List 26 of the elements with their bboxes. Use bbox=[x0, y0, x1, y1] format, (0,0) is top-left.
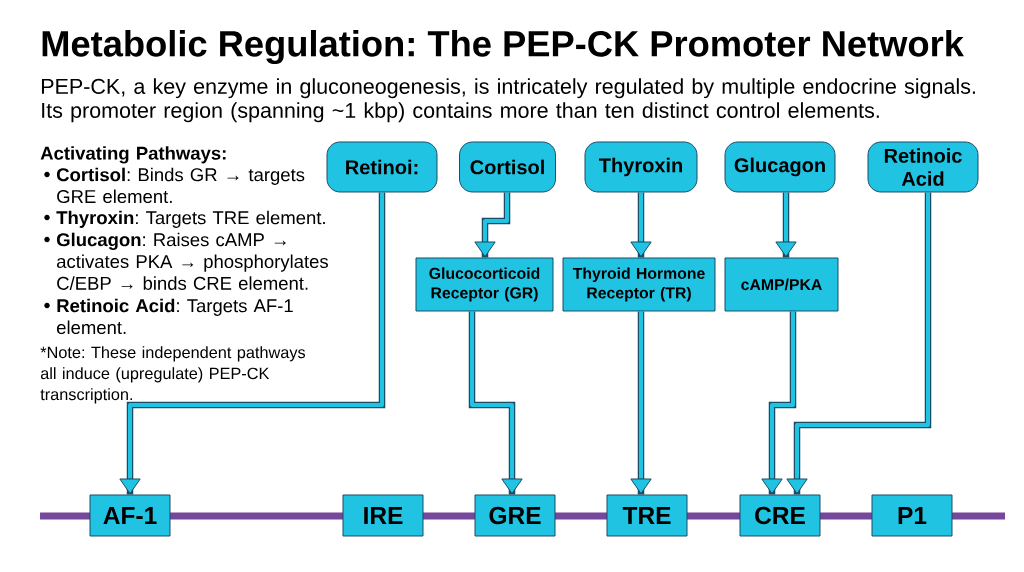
signal-box: Cortisol bbox=[459, 141, 556, 193]
arrow bbox=[786, 192, 932, 495]
title: Metabolic Regulation: The PEP-CK Promoter Network bbox=[42, 30, 964, 64]
list-heading: Activating Pathways: bbox=[40, 146, 226, 164]
note: *Note: These independent pathways all induce (upregulate) PEP-CK transcription. bbox=[40, 346, 306, 404]
receptor-box: Glucocorticoid Receptor (GR) bbox=[415, 257, 554, 312]
arrow bbox=[119, 192, 386, 495]
arrow bbox=[775, 192, 797, 258]
list-item: Glucagon: Raises cAMP → activates PKA → phosphorylates C/EBP → binds CRE element. bbox=[56, 232, 328, 290]
receptor-box: Thyroid Hormone Receptor (TR) bbox=[562, 257, 716, 312]
signal-box: Retinoic Acid bbox=[867, 141, 979, 193]
signal-box: Thyroxin bbox=[584, 141, 698, 193]
list-item: Cortisol: Binds GR → targets GRE element. bbox=[56, 167, 305, 204]
arrow bbox=[630, 192, 652, 258]
arrow bbox=[761, 311, 797, 495]
arrow bbox=[630, 311, 652, 495]
arrow bbox=[474, 192, 511, 258]
receptor-box: cAMP/PKA bbox=[724, 257, 839, 312]
signal-box: Glucagon bbox=[724, 141, 836, 193]
element-box: IRE bbox=[342, 494, 424, 537]
list-item: Retinoic Acid: Targets AF-1 element. bbox=[57, 298, 293, 335]
signal-box: Retinoi: bbox=[326, 141, 438, 193]
list-item: Thyroxin: Targets TRE element. bbox=[56, 210, 325, 228]
subtitle: PEP-CK, a key enzyme in gluconeogenesis, is intricately regulated by multiple endocrine signals. Its promoter region (spanning ~1 kbp) contains more than ten distinct control elements. bbox=[41, 78, 975, 123]
arrow bbox=[468, 311, 523, 495]
element-box: P1 bbox=[871, 494, 953, 537]
